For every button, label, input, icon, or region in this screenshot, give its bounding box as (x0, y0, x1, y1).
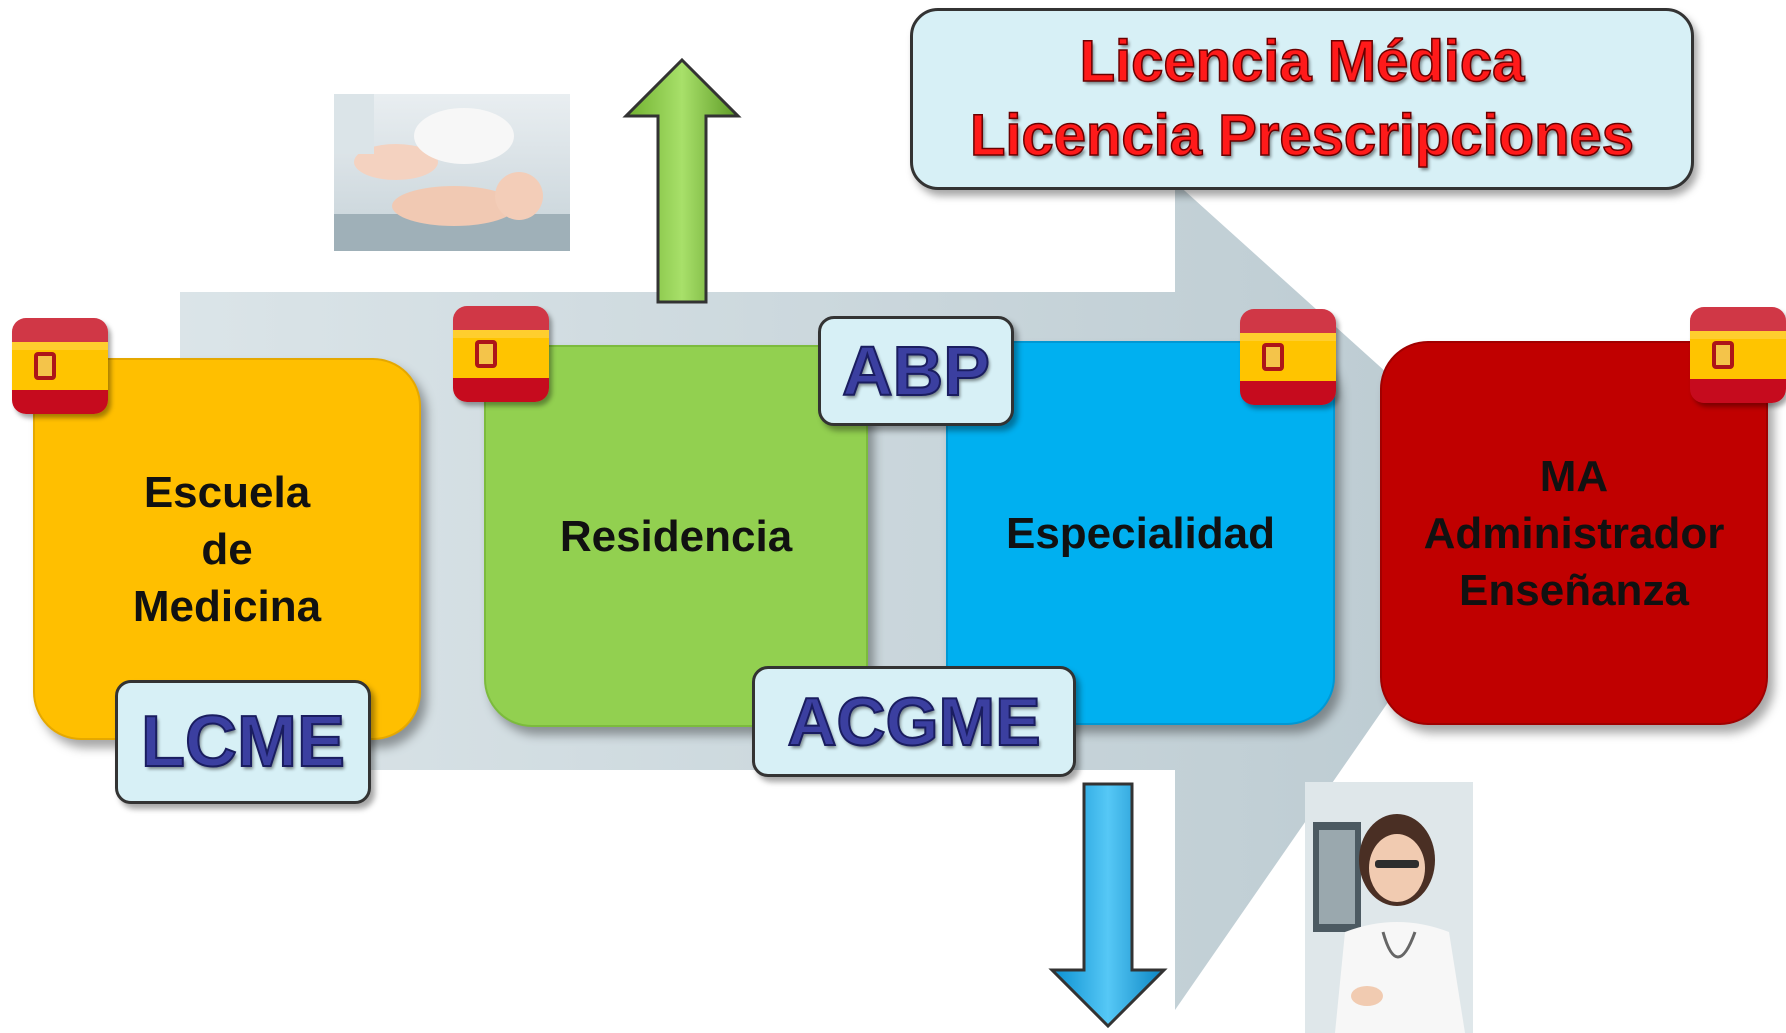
acgme-label: ACGME (752, 666, 1076, 777)
lcme-label: LCME (115, 680, 371, 804)
spain-flag-icon (1690, 307, 1786, 403)
spain-flag-icon (12, 318, 108, 414)
down-arrow-icon (1048, 782, 1168, 1029)
up-arrow-icon (622, 57, 742, 304)
stage-label: Especialidad (1005, 508, 1275, 558)
stage-ma-administrador: MA Administrador Enseñanza (1380, 341, 1768, 725)
spain-flag-icon (453, 306, 549, 402)
licencia-box: Licencia Médica Licencia Prescripciones (910, 8, 1694, 190)
stage-label: MA Administrador Enseñanza (1423, 451, 1725, 615)
spain-flag-icon (1240, 309, 1336, 405)
stage-label: Escuela de Medicina (132, 467, 322, 631)
doctor-with-xray-photo (1305, 782, 1473, 1033)
abp-label: ABP (818, 316, 1014, 426)
stage-residencia: Residencia (484, 345, 868, 727)
stage-escuela-de-medicina: Escuela de Medicina (33, 358, 421, 740)
licencia-line-1: Licencia Médica (1079, 28, 1525, 95)
stage-label: Residencia (559, 511, 793, 561)
pediatric-exam-photo (334, 94, 570, 251)
licencia-line-2: Licencia Prescripciones (969, 102, 1635, 169)
